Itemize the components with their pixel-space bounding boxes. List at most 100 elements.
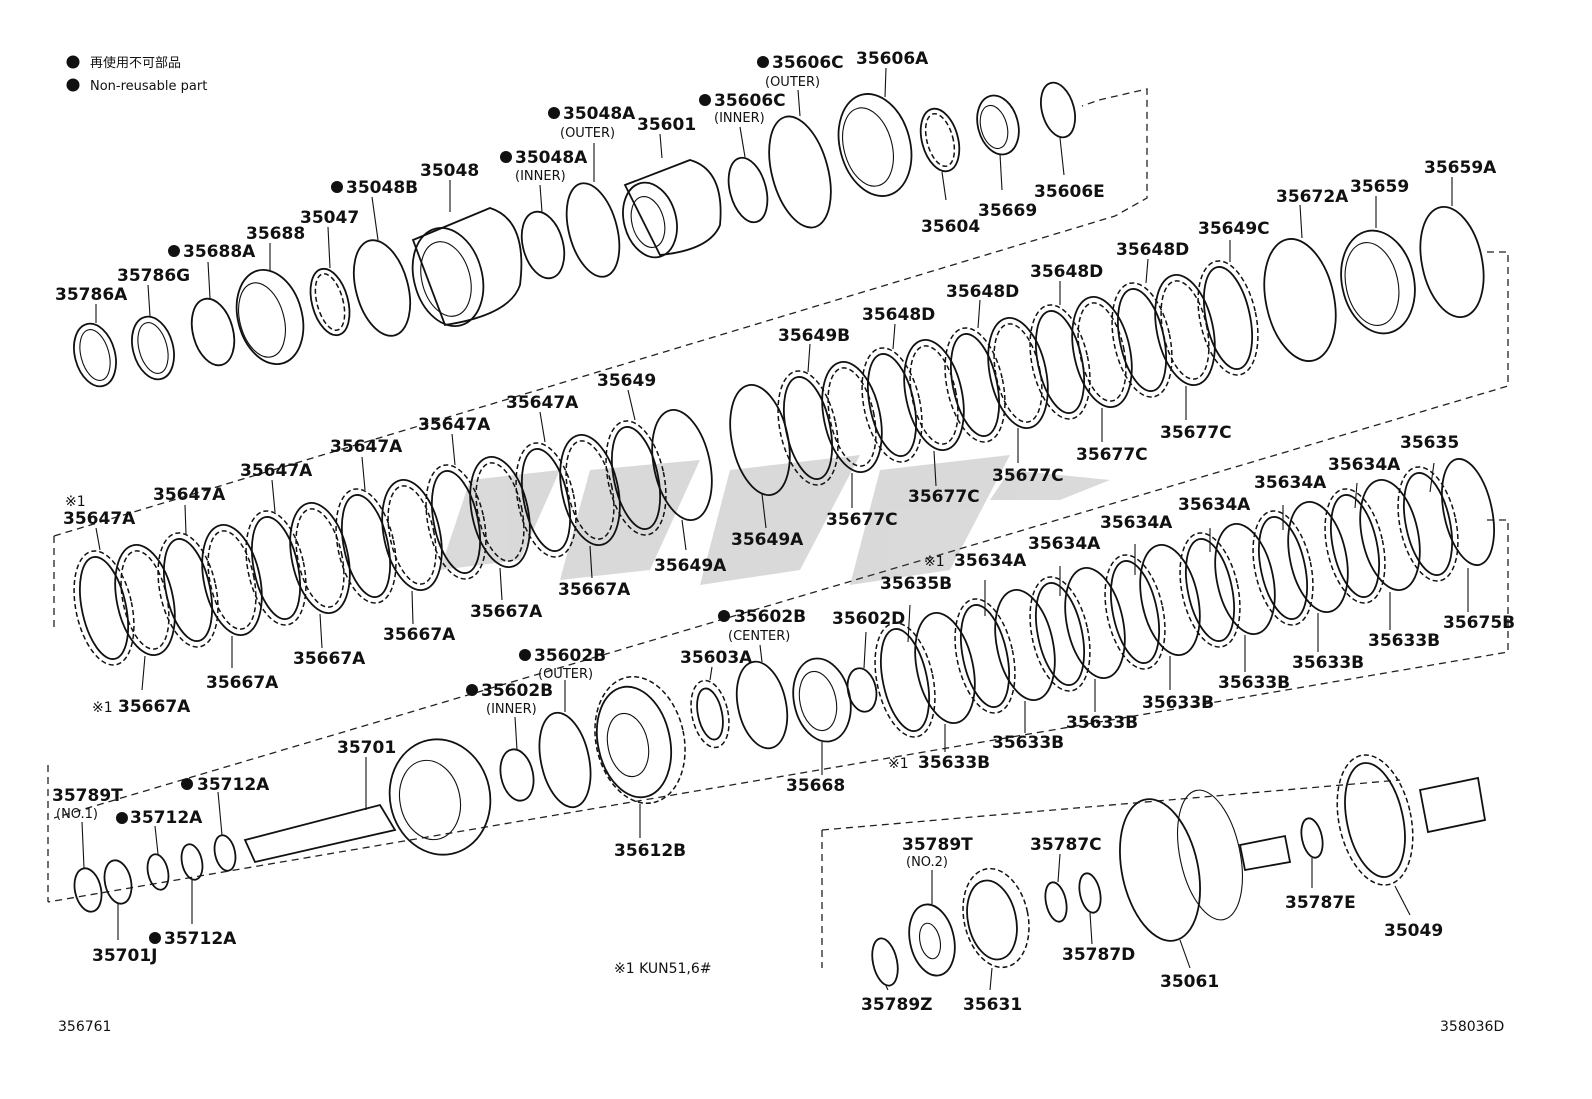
race-35669 bbox=[976, 94, 1020, 156]
part-label: 35601 bbox=[637, 115, 696, 135]
part-label: 35647A bbox=[153, 485, 226, 505]
part-label: 35789Z bbox=[861, 995, 932, 1015]
part-label: 35649 bbox=[597, 371, 656, 391]
part-label: 35667A bbox=[118, 697, 191, 717]
row3-clutch-plates bbox=[846, 458, 1495, 738]
part-label: 35048B bbox=[346, 178, 418, 198]
part-label: 35789T bbox=[52, 786, 123, 806]
part-label: 35606C bbox=[714, 91, 786, 111]
bearing-35789T-no2 bbox=[908, 903, 956, 977]
part-label: 35675B bbox=[1443, 613, 1515, 633]
illustration-code-left: 356761 bbox=[58, 1019, 111, 1035]
part-label: 35634A bbox=[1028, 534, 1101, 554]
part-label: 35786G bbox=[117, 266, 190, 286]
part-sublabel: (OUTER) bbox=[560, 126, 615, 141]
part-label: 35688 bbox=[246, 224, 305, 244]
part-sublabel: (OUTER) bbox=[538, 667, 593, 682]
part-label: 35667A bbox=[206, 673, 279, 693]
part-sublabel: (INNER) bbox=[486, 702, 537, 717]
part-sublabel: (NO.1) bbox=[56, 807, 98, 822]
part-label: 35648D bbox=[1030, 262, 1103, 282]
part-label: 35677C bbox=[1160, 423, 1232, 443]
part-label: 35712A bbox=[130, 808, 203, 828]
part-label: 35647A bbox=[330, 437, 403, 457]
oring-35048A-inner bbox=[520, 210, 566, 280]
part-label: 35647A bbox=[506, 393, 579, 413]
part-label: 35677C bbox=[992, 466, 1064, 486]
gear-35631 bbox=[962, 867, 1030, 969]
part-label: 35786A bbox=[55, 285, 128, 305]
part-label: 35049 bbox=[1384, 921, 1443, 941]
legend-japanese: 再使用不可部品 bbox=[90, 55, 181, 71]
part-label: 35787D bbox=[1062, 945, 1135, 965]
footnote-mark: ※1 bbox=[924, 554, 945, 570]
part-label: 35648D bbox=[946, 282, 1019, 302]
part-label: 35648D bbox=[1116, 240, 1189, 260]
part-label: 35649A bbox=[731, 530, 804, 550]
part-label: 35602B bbox=[534, 646, 606, 666]
part-label: 35669 bbox=[978, 201, 1037, 221]
shaft-35701 bbox=[243, 803, 397, 864]
oring-35606C-outer bbox=[768, 115, 832, 229]
ring-35688 bbox=[235, 269, 305, 365]
part-label: 35048A bbox=[563, 104, 636, 124]
part-label: 35633B bbox=[918, 753, 990, 773]
part-label: 35631 bbox=[963, 995, 1022, 1015]
part-label: 35677C bbox=[826, 510, 898, 530]
piston-35672A bbox=[1263, 238, 1337, 362]
bearing-35789T-no1 bbox=[73, 867, 103, 913]
part-label: 35602D bbox=[832, 609, 905, 629]
gear-35612B bbox=[594, 675, 686, 805]
part-label: 35634A bbox=[954, 551, 1027, 571]
row1-parts bbox=[73, 81, 1076, 388]
drum-35049 bbox=[1336, 754, 1414, 886]
part-label: 35667A bbox=[293, 649, 366, 669]
part-label: 35612B bbox=[614, 841, 686, 861]
washer-35787E bbox=[1300, 817, 1324, 859]
snap-ring-35675B bbox=[1441, 458, 1495, 566]
part-label: 35701J bbox=[92, 946, 157, 966]
snap-ring-35606E bbox=[1040, 81, 1076, 139]
part-label: 35634A bbox=[1100, 513, 1173, 533]
part-label: 35606E bbox=[1034, 182, 1105, 202]
part-label: 35634A bbox=[1328, 455, 1401, 475]
row4-planetary-parts bbox=[871, 754, 1487, 987]
part-label: 35649A bbox=[654, 556, 727, 576]
part-label: 35668 bbox=[786, 776, 845, 796]
part-label: 35672A bbox=[1276, 187, 1349, 207]
non-reusable-markers bbox=[116, 56, 769, 944]
bearing-35603A bbox=[690, 679, 730, 749]
footer: ※1 KUN51,6# 356761 358036D bbox=[58, 961, 1504, 1035]
part-label: 35688A bbox=[183, 242, 256, 262]
oring-35602B-outer bbox=[538, 711, 592, 809]
part-label: 35789T bbox=[902, 835, 973, 855]
part-label: 35634A bbox=[1178, 495, 1251, 515]
bullet-icon bbox=[66, 78, 80, 92]
oring-35688A bbox=[190, 297, 236, 367]
snap-ring-35659A bbox=[1419, 205, 1485, 319]
hub-35701 bbox=[388, 738, 492, 856]
footnote-mark: ※1 bbox=[888, 756, 909, 772]
part-label: 35787E bbox=[1285, 893, 1356, 913]
part-label: 35647A bbox=[63, 509, 136, 529]
oring-35602B-center bbox=[735, 660, 789, 750]
part-sublabel: (OUTER) bbox=[765, 75, 820, 90]
part-labels: 35786A 35786G 35688A 35688 35047 35048B … bbox=[52, 49, 1515, 1015]
oring-35712A-c bbox=[213, 834, 237, 872]
bearing-35604 bbox=[919, 107, 961, 173]
oring-35048B bbox=[352, 239, 412, 337]
part-sublabel: (CENTER) bbox=[728, 629, 790, 644]
part-label: 35606A bbox=[856, 49, 929, 69]
bullet-icon bbox=[66, 55, 80, 69]
part-label: 35048A bbox=[515, 148, 588, 168]
legend-english: Non-reusable part bbox=[90, 79, 207, 94]
bushing-35701J bbox=[103, 859, 133, 905]
bearing-35786G bbox=[131, 315, 175, 381]
part-label: 35649B bbox=[778, 326, 850, 346]
part-sublabel: (INNER) bbox=[515, 169, 566, 184]
washer-35787C bbox=[1044, 881, 1068, 923]
footnote-mark: ※1 bbox=[65, 494, 86, 510]
part-label: 35648D bbox=[862, 305, 935, 325]
part-label: 35633B bbox=[1066, 713, 1138, 733]
